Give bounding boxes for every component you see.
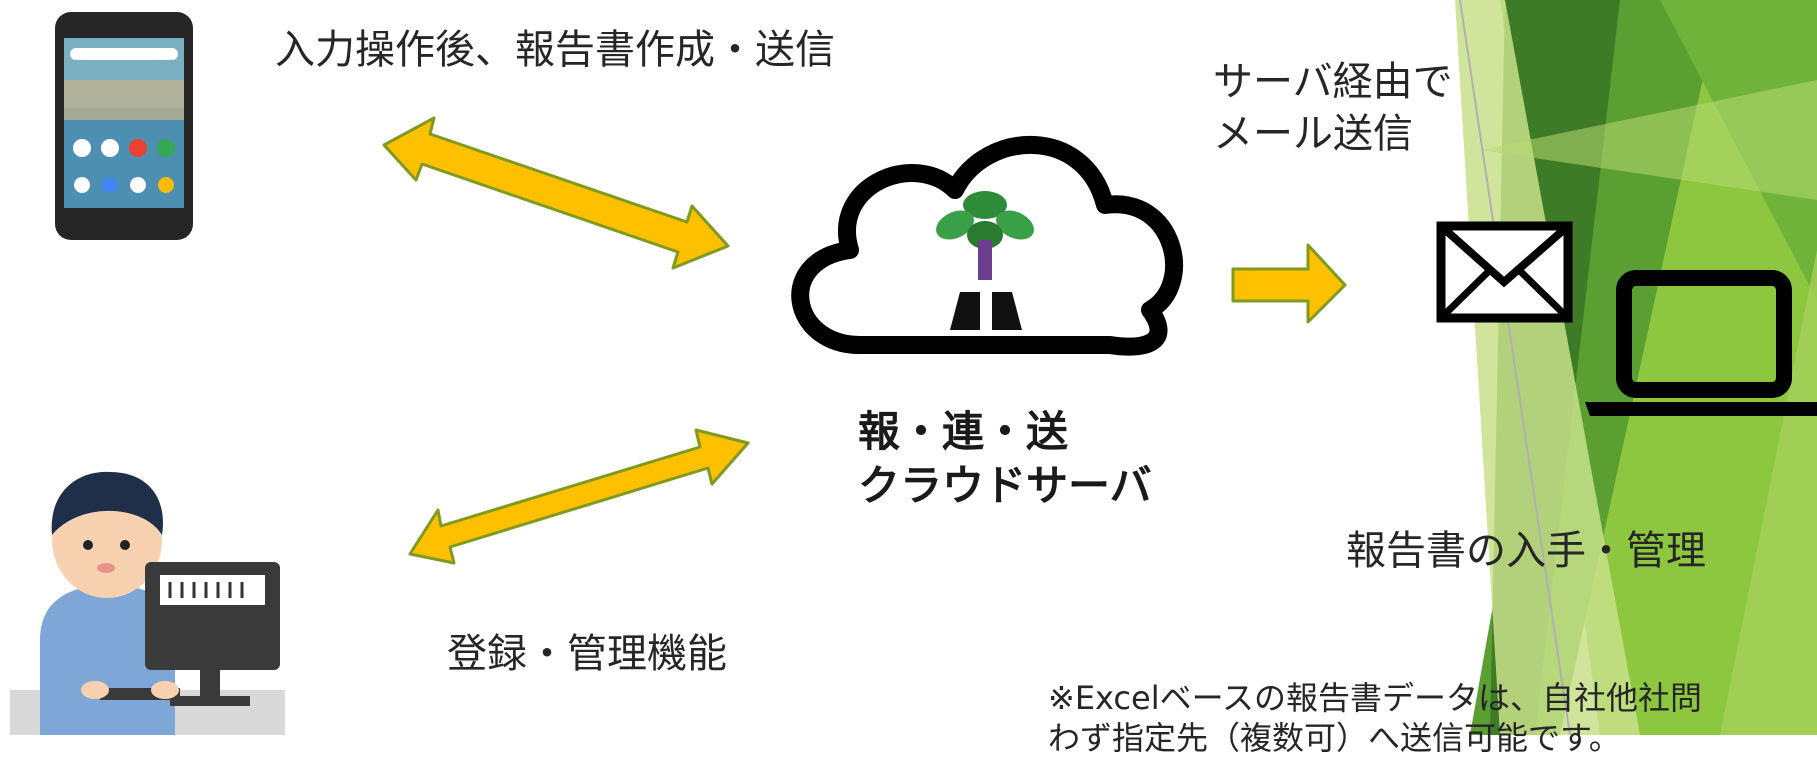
label-mail-via-server-line1: サーバ経由で [1213, 59, 1453, 105]
footnote-line2: わず指定先（複数可）へ送信可能です。 [1048, 719, 1621, 757]
double-arrow-top [382, 116, 730, 270]
footnote: ※Excelベースの報告書データは、自社他社問 わず指定先（複数可）へ送信可能で… [1048, 678, 1702, 758]
smartphone-icon [55, 12, 193, 240]
label-mail-via-server: サーバ経由で メール送信 [1213, 56, 1453, 160]
person-at-pc-icon [10, 471, 285, 735]
server-name-line2: クラウドサーバ [858, 461, 1152, 510]
server-name-line1: 報・連・送 [858, 407, 1069, 456]
label-mail-via-server-line2: メール送信 [1213, 111, 1413, 157]
envelope-icon [1436, 221, 1573, 323]
laptop-icon [1585, 270, 1817, 416]
right-arrow [1231, 243, 1347, 324]
label-input-report: 入力操作後、報告書作成・送信 [275, 27, 835, 73]
diagram-canvas [10, 0, 1817, 735]
server-name-label: 報・連・送 クラウドサーバ [858, 405, 1152, 513]
label-register-manage: 登録・管理機能 [447, 631, 727, 677]
mascot-icon [936, 191, 1034, 330]
decorative-green-panels [1455, 0, 1817, 735]
label-receive-manage: 報告書の入手・管理 [1346, 528, 1706, 574]
double-arrow-bottom [408, 428, 750, 565]
footnote-line1: ※Excelベースの報告書データは、自社他社問 [1048, 679, 1702, 717]
